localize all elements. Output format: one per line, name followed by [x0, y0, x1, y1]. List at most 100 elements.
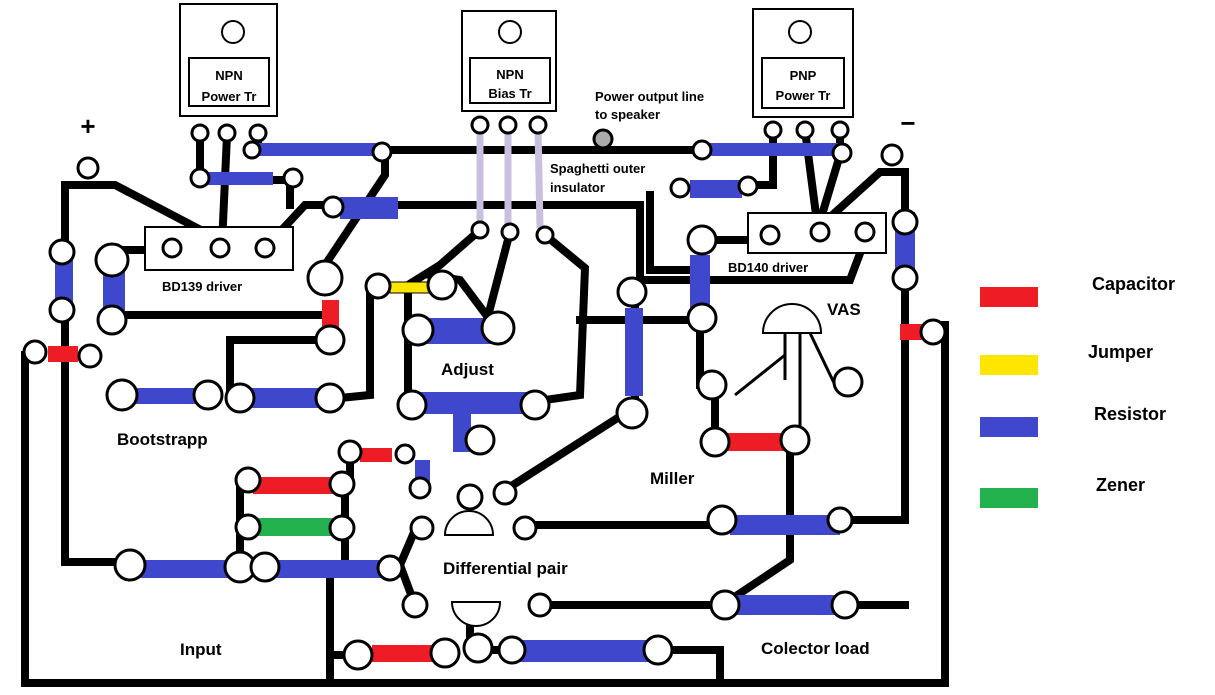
pad: [401, 313, 435, 347]
pad: [527, 592, 553, 618]
pad: [709, 589, 741, 621]
resistor: [205, 172, 273, 185]
bd140-label: BD140 driver: [728, 260, 808, 275]
pad: [826, 506, 854, 534]
input-label: Input: [180, 640, 222, 659]
resistor: [272, 560, 382, 578]
capacitor: [360, 448, 392, 462]
pad: [394, 443, 416, 465]
pad: [830, 120, 850, 140]
pad: [669, 177, 691, 199]
pad: [535, 225, 555, 245]
pnp-leg-left-trace: [696, 126, 777, 189]
pad: [337, 439, 363, 465]
pad: [615, 396, 649, 430]
pad: [217, 123, 237, 143]
resistor: [690, 255, 710, 315]
pad: [470, 115, 490, 135]
spaghetti-insulators: [476, 127, 544, 229]
pad: [528, 115, 548, 135]
annotations: + − Power output line to speaker Spaghet…: [80, 89, 915, 659]
npn-power-transistor: NPN Power Tr: [179, 3, 278, 117]
resistor: [55, 255, 73, 310]
zeners: [258, 518, 333, 536]
resistor: [625, 308, 643, 396]
legend-swatch-zener: [980, 488, 1038, 508]
pad: [371, 141, 393, 163]
pad: [492, 480, 518, 506]
resistor: [520, 640, 648, 662]
pad: [686, 224, 718, 256]
power-output-pad: [592, 128, 614, 150]
pad: [891, 208, 919, 236]
resistor: [128, 388, 198, 404]
pad: [48, 238, 76, 266]
pad: [209, 237, 231, 259]
pad: [401, 591, 429, 619]
vas-label: VAS: [827, 300, 861, 319]
bias-right-leg-trace: [539, 229, 590, 405]
pad: [189, 167, 211, 189]
legend-swatch-jumper: [980, 355, 1038, 375]
pad: [234, 513, 262, 541]
pad: [48, 296, 76, 324]
pad: [480, 310, 516, 346]
diff-pair-transistor-bottom: [450, 601, 502, 627]
capacitor: [253, 477, 338, 494]
pad: [462, 632, 494, 664]
pad: [321, 195, 345, 219]
pad: [364, 272, 392, 300]
npn-power-line1: NPN: [215, 68, 242, 83]
left-rail-trace: [61, 181, 124, 566]
pad: [22, 339, 48, 365]
pad: [254, 237, 276, 259]
bias-mid-leg-trace: [482, 227, 515, 325]
pad: [314, 382, 346, 414]
capacitor: [715, 433, 785, 451]
pad: [282, 167, 304, 189]
legend-swatch-capacitor: [980, 287, 1038, 307]
pad: [498, 115, 518, 135]
pad: [328, 514, 356, 542]
pad: [831, 142, 853, 164]
npn-power-line2: Power Tr: [202, 89, 257, 104]
pad: [830, 590, 860, 620]
zener: [258, 518, 333, 536]
pad: [696, 369, 728, 401]
pad: [880, 143, 904, 167]
pad: [512, 515, 538, 541]
pad: [408, 476, 432, 500]
adjust-label: Adjust: [441, 360, 494, 379]
ground-trace-outer: [21, 321, 949, 687]
legend-swatch-resistor: [980, 417, 1038, 437]
pad: [161, 237, 183, 259]
power-output-label-2: to speaker: [595, 107, 660, 122]
resistor: [138, 560, 230, 578]
pad: [342, 639, 374, 671]
pad: [242, 140, 262, 160]
spaghetti-label-1: Spaghetti outer: [550, 161, 645, 176]
pad: [328, 470, 356, 498]
npn-bias-transistor: NPN Bias Tr: [461, 10, 557, 112]
resistor: [730, 515, 840, 535]
pad: [686, 302, 718, 334]
pad: [429, 637, 461, 669]
spaghetti-label-2: insulator: [550, 180, 605, 195]
resistor: [705, 143, 840, 156]
pad: [759, 224, 781, 246]
bootstrap-top-trace: [226, 336, 334, 392]
pad: [464, 424, 496, 456]
top-left-diagonal-trace: [61, 181, 226, 246]
colector-load-label: Colector load: [761, 639, 870, 658]
pad: [832, 366, 864, 398]
pad: [763, 120, 783, 140]
legend-label-capacitor: Capacitor: [1092, 274, 1175, 294]
pad: [409, 515, 435, 541]
resistor: [728, 595, 840, 615]
pnp-power-transistor: PNP Power Tr: [752, 8, 854, 118]
pnp-power-line2: Power Tr: [776, 88, 831, 103]
npn-bias-line2: Bias Tr: [488, 86, 531, 101]
spaghetti-3: [534, 127, 544, 229]
pad: [234, 466, 262, 494]
